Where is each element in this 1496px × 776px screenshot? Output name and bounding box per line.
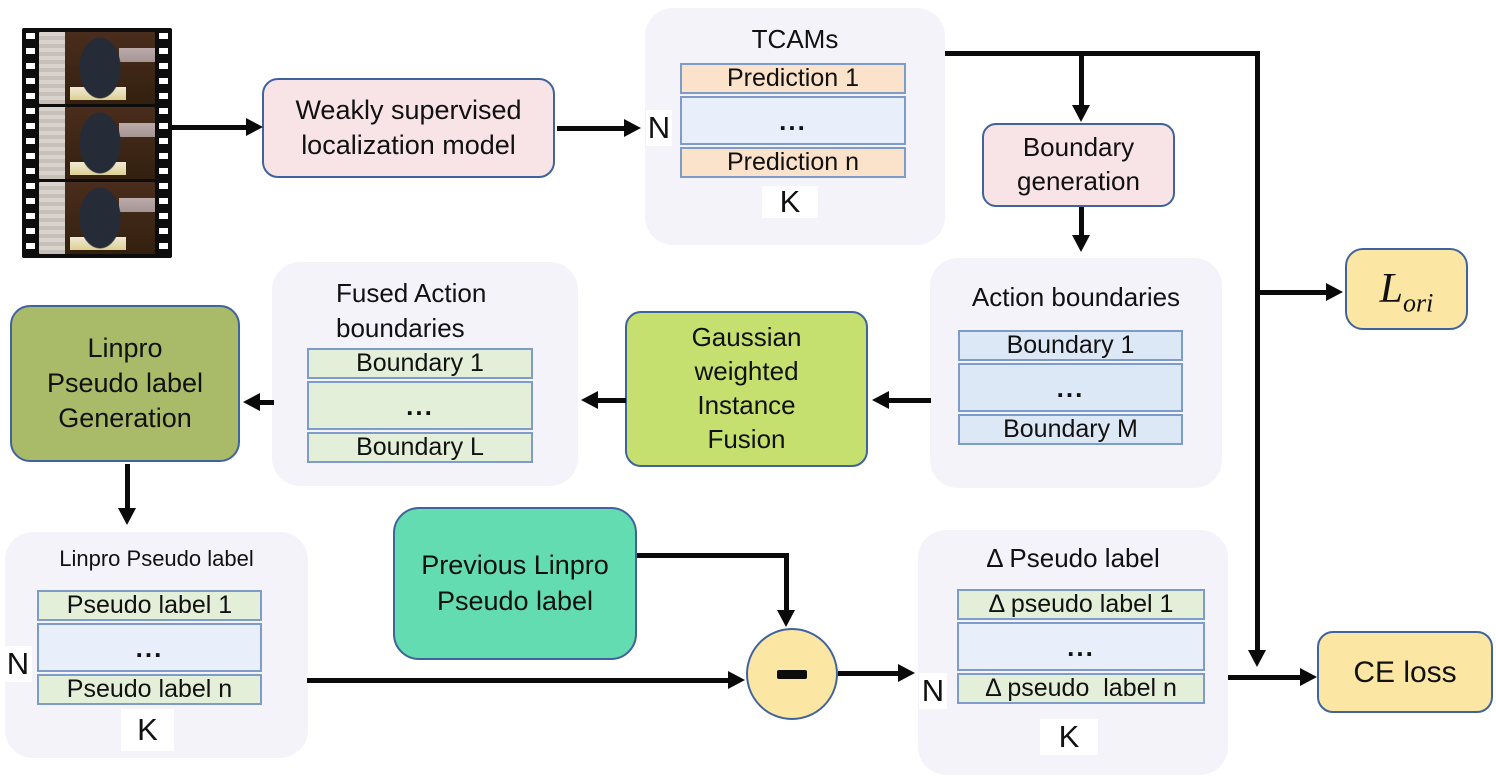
arrowhead-delta-to-ce-loss (1300, 668, 1317, 686)
linpro-generation-line3: Generation (58, 403, 192, 434)
linpro-pseudo-label-title: Linpro Pseudo label (59, 546, 254, 571)
delta-pseudo-label-title: Δ Pseudo label (986, 543, 1160, 573)
delta-row-pseudo-label-n: Δ pseudo label n (957, 673, 1205, 704)
action-row-ellipsis: ... (958, 363, 1183, 412)
fused-boundaries-title-line1: Fused Action (336, 278, 487, 308)
arrowhead-model-to-tcams (624, 119, 641, 137)
arrow-boundary-generation-to-action (1079, 207, 1084, 236)
film-frame (39, 32, 155, 104)
arrow-rail-to-boundary-generation (1079, 56, 1084, 106)
arrow-previous-to-minus-vertical (784, 553, 789, 611)
arrowhead-rail-to-boundary-generation (1072, 105, 1090, 122)
ce-loss-box: CE loss (1317, 631, 1493, 713)
film-strip (22, 28, 172, 258)
delta-n-label: N (919, 673, 947, 709)
linpro-generation-box: Linpro Pseudo label Generation (10, 305, 240, 462)
linpro-n-label: N (4, 646, 32, 682)
arrowhead-gaussian-to-fused (581, 391, 598, 409)
arrow-linpro-to-minus (307, 678, 728, 683)
tcams-row-prediction-n: Prediction n (680, 147, 906, 178)
arrowhead-input-to-model (246, 118, 263, 136)
arrow-previous-to-minus-horizontal (637, 553, 789, 558)
fused-boundaries-title-line2: boundaries (336, 313, 465, 344)
action-boundaries-title: Action boundaries (971, 282, 1181, 312)
arrow-minus-to-delta (838, 671, 898, 676)
boundary-generation-box: Boundary generation (982, 123, 1175, 207)
weakly-supervised-line1: Weakly supervised (295, 94, 522, 125)
ce-loss-label: CE loss (1353, 655, 1457, 689)
arrow-action-to-gaussian (889, 398, 931, 403)
previous-linpro-line1: Previous Linpro (421, 550, 609, 581)
arrowhead-minus-to-delta (898, 664, 915, 682)
fused-row-boundary-l: Boundary L (307, 432, 533, 463)
previous-linpro-box: Previous Linpro Pseudo label (393, 507, 637, 660)
boundary-generation-line1: Boundary (1022, 132, 1135, 163)
arrow-gaussian-to-fused (598, 398, 626, 403)
arrowhead-previous-to-minus (777, 610, 795, 627)
l-ori-label: Lori (1379, 265, 1434, 318)
boundary-generation-line2: generation (1017, 166, 1140, 196)
linpro-k-label: K (121, 709, 174, 751)
weakly-supervised-model-box: Weakly supervised localization model (262, 78, 555, 178)
arrow-generation-to-linpro-panel (125, 464, 130, 509)
tcams-title: TCAMs (751, 24, 839, 54)
arrow-model-to-tcams (557, 126, 624, 131)
film-sprockets-left (26, 33, 35, 253)
minus-node (746, 628, 838, 720)
arrowhead-fused-to-linpro-generation (243, 393, 260, 411)
tcams-row-prediction-1: Prediction 1 (680, 63, 906, 94)
linpro-row-ellipsis: ... (37, 623, 262, 672)
gaussian-fusion-box: Gaussian weighted Instance Fusion (625, 311, 868, 467)
delta-row-pseudo-label-1: Δ pseudo label 1 (957, 589, 1205, 620)
minus-icon (777, 669, 807, 679)
film-frame (39, 107, 155, 179)
arrow-input-to-model (172, 125, 246, 130)
film-frame (39, 182, 155, 254)
gaussian-fusion-line2: weighted (694, 356, 799, 387)
arrow-tcams-rail-horizontal (945, 51, 1260, 56)
linpro-generation-line2: Pseudo label (46, 367, 204, 398)
film-sprockets-right (159, 33, 168, 253)
film-frames (39, 32, 155, 254)
fused-boundaries-matrix: Boundary 1 ... Boundary L (307, 348, 533, 463)
arrow-fused-to-linpro-generation (260, 400, 274, 405)
arrowhead-action-to-gaussian (872, 391, 889, 409)
arrowhead-rail-to-l-ori (1326, 283, 1343, 301)
action-row-boundary-1: Boundary 1 (958, 330, 1183, 361)
gaussian-fusion-line3: Instance (697, 390, 796, 420)
delta-pseudo-label-matrix: Δ pseudo label 1 ... Δ pseudo label n (957, 589, 1205, 704)
linpro-row-pseudo-label-1: Pseudo label 1 (37, 590, 262, 621)
tcams-matrix: Prediction 1 ... Prediction n (680, 63, 906, 178)
arrow-tcams-rail-vertical (1255, 51, 1260, 650)
action-row-boundary-m: Boundary M (958, 414, 1183, 445)
arrowhead-rail-to-ce-junction (1248, 650, 1266, 667)
linpro-pseudo-label-matrix: Pseudo label 1 ... Pseudo label n (37, 590, 262, 705)
action-boundaries-matrix: Boundary 1 ... Boundary M (958, 330, 1183, 445)
fused-boundaries-title: Fused Action boundaries (272, 276, 578, 346)
tcams-row-ellipsis: ... (680, 96, 906, 145)
gaussian-fusion-line1: Gaussian (691, 322, 802, 353)
tcams-k-label: K (762, 184, 818, 219)
fused-row-ellipsis: ... (307, 381, 533, 430)
arrow-delta-to-ce-loss (1228, 675, 1301, 680)
tcams-n-label: N (646, 110, 672, 146)
previous-linpro-line2: Pseudo label (436, 585, 594, 616)
delta-row-ellipsis: ... (957, 622, 1205, 671)
arrow-rail-to-l-ori (1257, 290, 1327, 295)
gaussian-fusion-line4: Fusion (707, 423, 786, 454)
fused-row-boundary-1: Boundary 1 (307, 348, 533, 379)
weakly-supervised-line2: localization model (301, 130, 516, 160)
arrowhead-generation-to-linpro-panel (118, 508, 136, 525)
arrowhead-boundary-generation-to-action (1072, 235, 1090, 252)
delta-k-label: K (1040, 719, 1098, 755)
linpro-generation-line1: Linpro (87, 332, 163, 363)
arrowhead-linpro-to-minus (728, 671, 745, 689)
linpro-row-pseudo-label-n: Pseudo label n (37, 674, 262, 705)
l-ori-box: Lori (1345, 248, 1468, 330)
